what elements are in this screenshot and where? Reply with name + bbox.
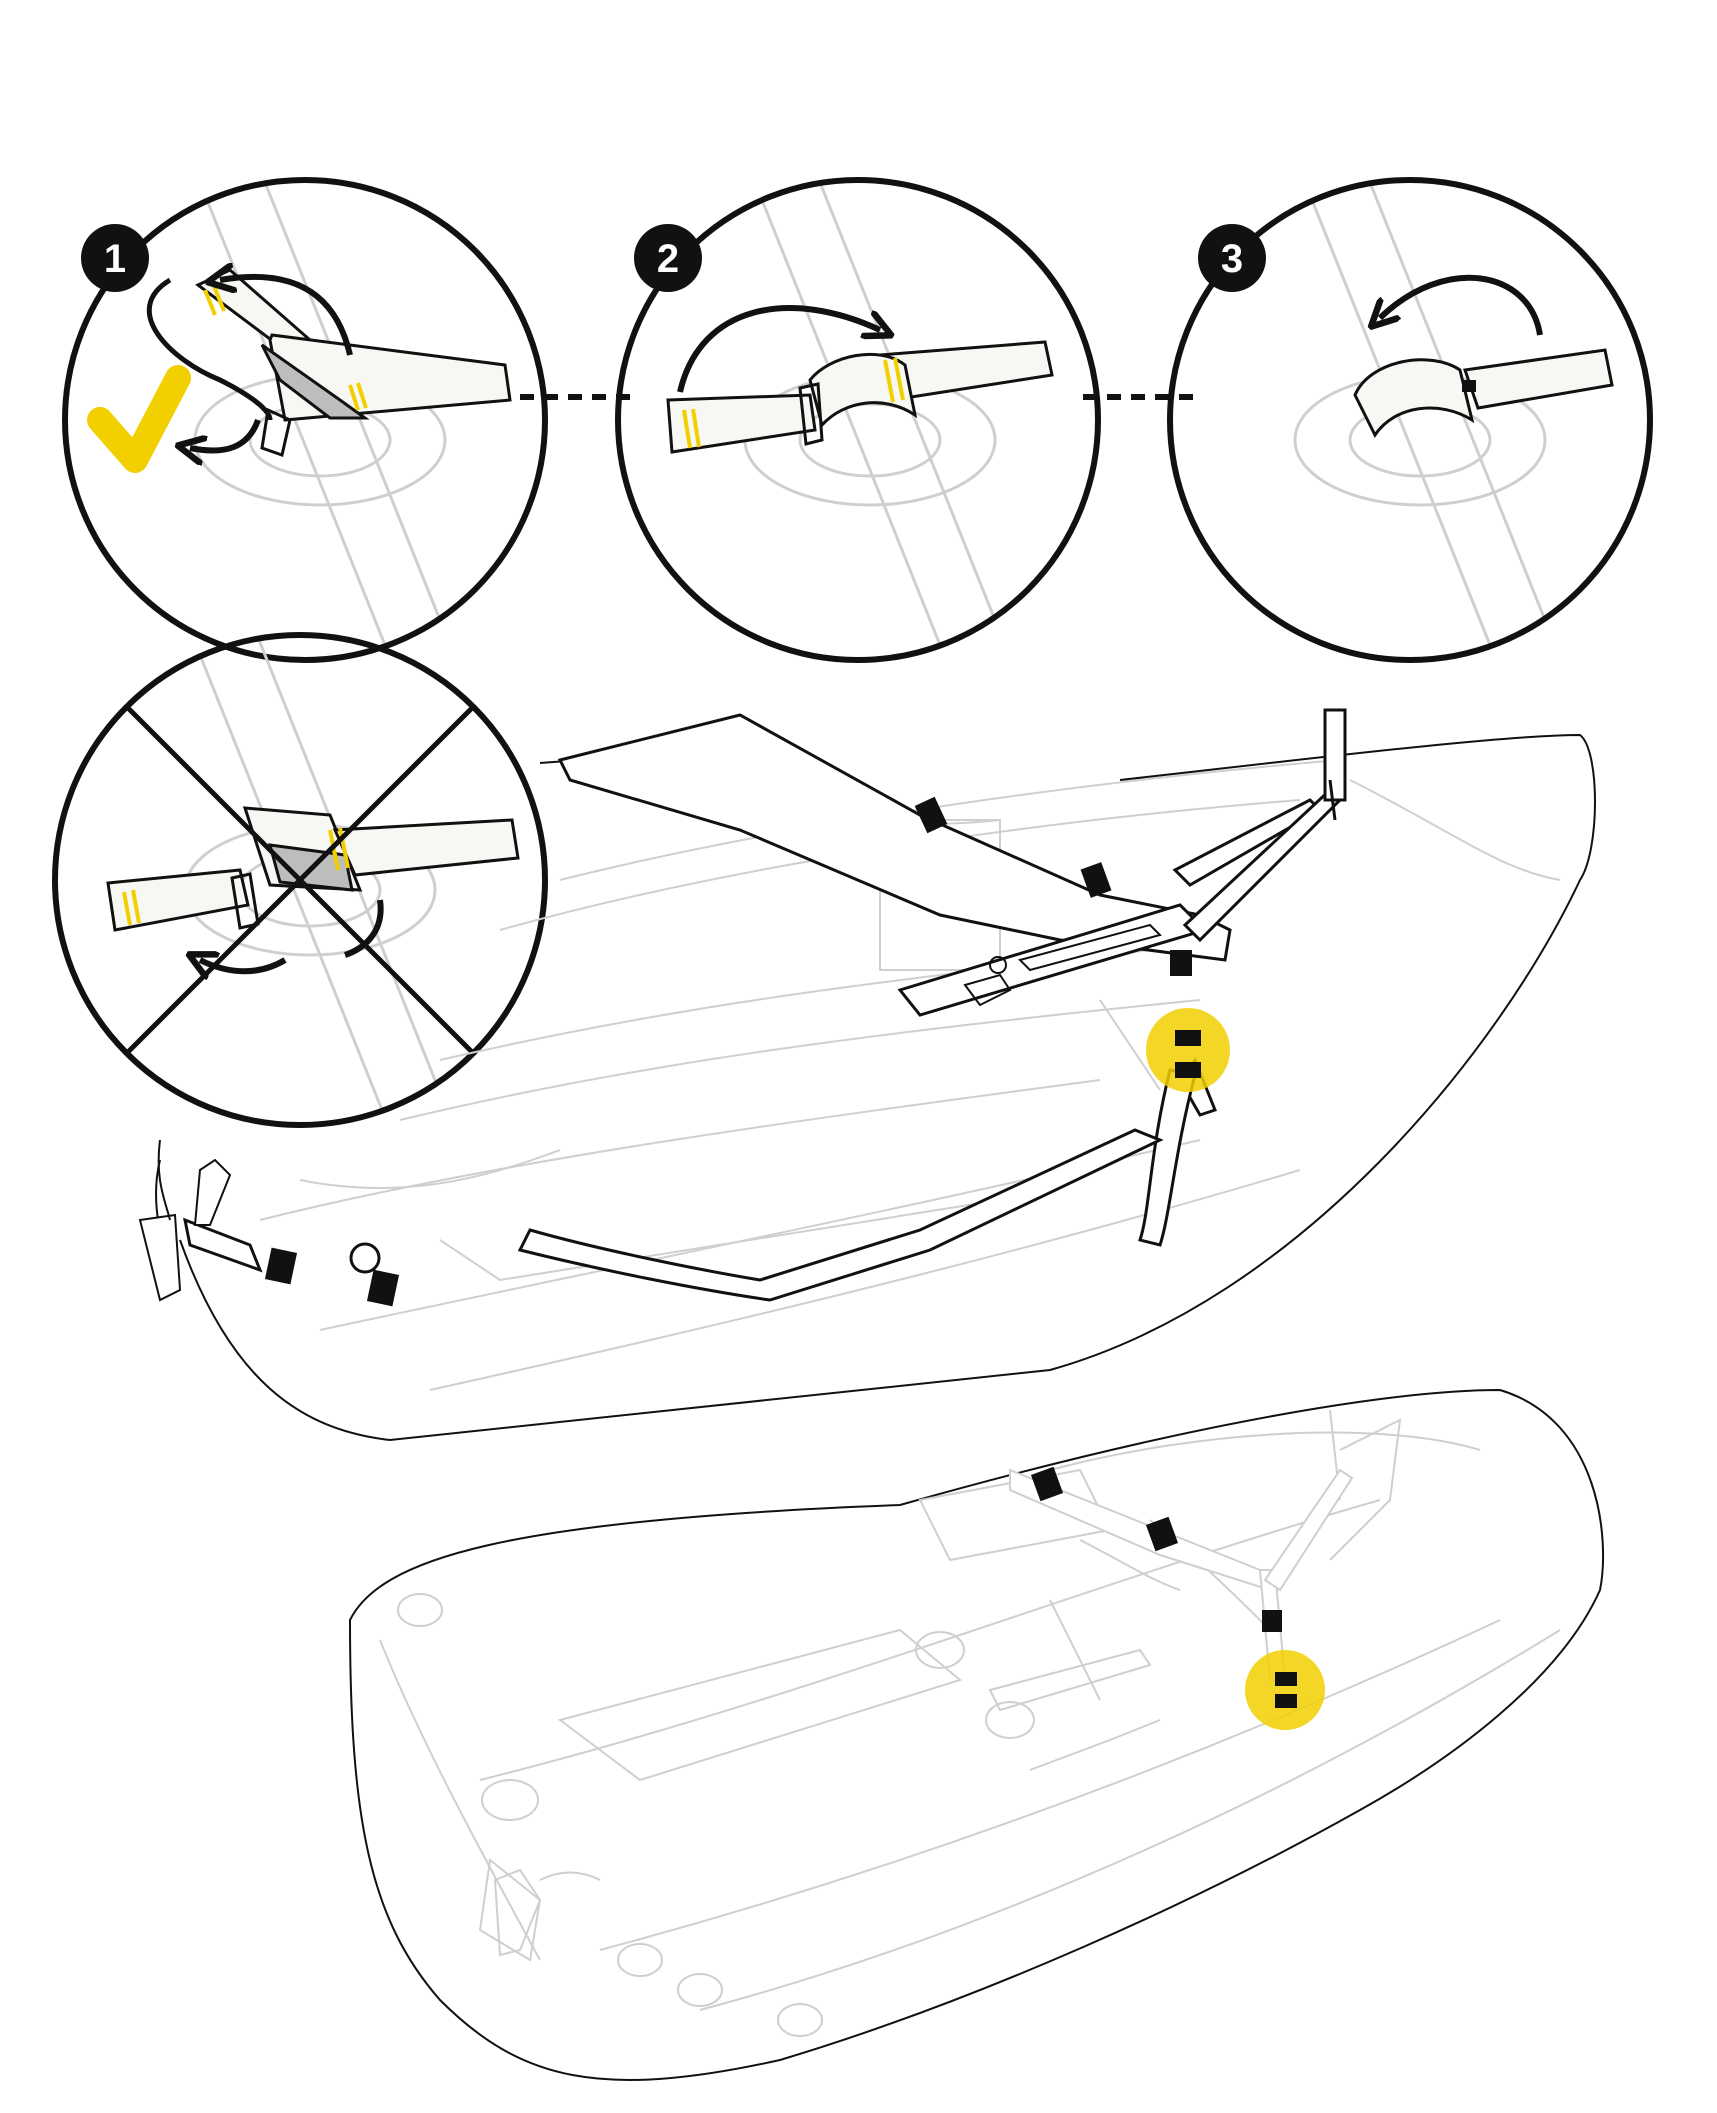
checkmark-icon: [87, 365, 191, 473]
step-3-detail: 3: [1167, 177, 1653, 663]
cross-icon: [125, 705, 475, 1055]
strap: [666, 340, 1054, 454]
step-badge-1: 1: [81, 224, 149, 292]
frame-tube: [1009, 1468, 1354, 1681]
curved-arrow-icon: [220, 277, 353, 356]
strap: [1353, 348, 1614, 438]
step-number: 2: [657, 237, 679, 281]
foam-grip: [1030, 1466, 1282, 1632]
detail-circle-frame: [52, 632, 548, 1128]
curved-arrow-icon: [677, 305, 880, 393]
step-2-detail: 2: [615, 177, 1101, 663]
seat-post: [493, 1868, 601, 1957]
step-number: 3: [1221, 237, 1243, 281]
step-badge-3: 3: [1198, 224, 1266, 292]
strap-loop: [146, 277, 273, 421]
buckle: [260, 407, 292, 457]
strap: [195, 268, 512, 422]
attachment-highlight: [1146, 1008, 1230, 1092]
buckle: [798, 382, 824, 446]
boat-side-view: [138, 708, 1596, 1442]
seat-post: [138, 1139, 232, 1302]
strap-mount: [1275, 1672, 1297, 1708]
detail-circle-frame: [62, 177, 548, 663]
step-badge-2: 2: [634, 224, 702, 292]
boat-top-view: [348, 1388, 1605, 2081]
incorrect-detail: [52, 632, 548, 1128]
step-1-detail: 1: [62, 177, 548, 663]
strap: [106, 806, 520, 932]
detail-circle-frame: [1167, 177, 1653, 663]
curved-arrow-icon: [190, 418, 261, 451]
deck-fitting: [349, 1242, 381, 1274]
step-number: 1: [104, 237, 126, 281]
strap-mount: [1175, 1030, 1201, 1078]
foam-grip: [264, 796, 1192, 1307]
hull-panel-lines: [379, 1409, 1561, 2037]
hull-outline: [348, 1388, 1605, 2081]
curved-arrow-icon: [1380, 274, 1543, 336]
attachment-highlight: [1245, 1650, 1325, 1730]
rod-holder: [963, 923, 1162, 1007]
curved-arrow-icon: [200, 960, 287, 971]
detail-circle-frame: [615, 177, 1101, 663]
tube-outline: [1293, 180, 1567, 660]
tube-outline: [193, 180, 462, 660]
frame-tube: [182, 708, 1347, 1302]
